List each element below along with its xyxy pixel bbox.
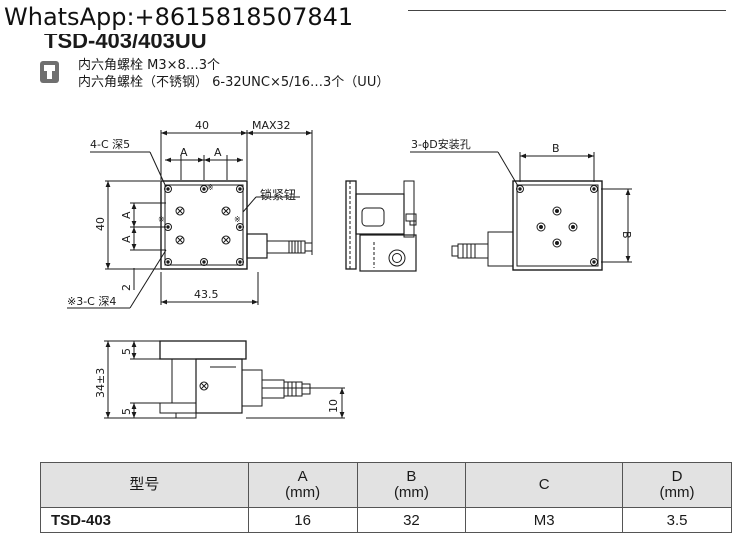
cell-d: 3.5	[622, 507, 732, 533]
accessory-line-1: 内六角螺栓 M3×8…3个	[78, 58, 221, 73]
dim-b-right-label: B	[620, 231, 633, 239]
header-c: C	[465, 462, 624, 508]
mark-3: ※	[234, 215, 241, 224]
dim-10-label: 10	[327, 399, 340, 413]
accessory-icon	[40, 61, 59, 83]
top-view	[67, 130, 313, 309]
front-view	[104, 340, 345, 419]
dim-435-label: 43.5	[194, 288, 219, 301]
front-view-labels: 5 34±3 5 10	[94, 348, 340, 415]
cell-model: TSD-403	[40, 507, 249, 533]
holes2-label: ※3-C 深4	[67, 295, 116, 308]
mark-1: ※	[207, 183, 214, 192]
table-row: TSD-403 16 32 M3 3.5	[40, 507, 732, 533]
header-b: B(mm)	[356, 462, 467, 508]
bottom-view	[410, 151, 632, 271]
dim-width-label: 40	[195, 119, 209, 132]
cell-a: 16	[247, 507, 358, 533]
header-rule	[408, 10, 726, 11]
holes-label: 4-C 深5	[90, 138, 130, 151]
watermark: WhatsApp:+8615818507841	[0, 0, 392, 34]
table-header-row: 型号 A(mm) B(mm) C D(mm)	[40, 462, 732, 508]
dim-5-top-label: 5	[120, 348, 133, 355]
header-a: A(mm)	[247, 462, 358, 508]
side-view	[345, 180, 417, 272]
dim-2-label: 2	[120, 284, 133, 291]
dim-34-label: 34±3	[94, 368, 107, 398]
accessory-line-2: 内六角螺栓（不锈钢） 6-32UNC×5/16…3个（UU）	[78, 75, 390, 90]
dim-max-label: MAX32	[252, 119, 291, 132]
spec-table: 型号 A(mm) B(mm) C D(mm) TSD-403 16 32 M3 …	[40, 462, 732, 533]
lock-knob-label: 锁紧钮	[260, 187, 296, 202]
header-d: D(mm)	[622, 462, 732, 508]
bottom-view-labels: 3-ϕD安装孔 B B	[411, 137, 633, 239]
dim-5-bottom-label: 5	[120, 408, 133, 415]
dim-height-label: 40	[94, 217, 107, 231]
dim-a-left1-label: A	[120, 211, 133, 219]
mount-holes-label: 3-ϕD安装孔	[411, 137, 471, 151]
cell-b: 32	[356, 507, 467, 533]
mark-2: ※	[158, 215, 165, 224]
dim-a2-label: A	[214, 146, 222, 159]
top-view-labels: 40 MAX32 A A 40 A A 2 43.5 4-C 深5 锁紧钮 ※3…	[67, 119, 296, 308]
cell-c: M3	[465, 507, 624, 533]
accessory-list: 内六角螺栓 M3×8…3个 内六角螺栓（不锈钢） 6-32UNC×5/16…3个…	[78, 57, 389, 91]
dim-b-top-label: B	[552, 142, 560, 155]
header-model: 型号	[40, 462, 249, 508]
dim-a-left2-label: A	[120, 235, 133, 243]
dim-a1-label: A	[180, 146, 188, 159]
